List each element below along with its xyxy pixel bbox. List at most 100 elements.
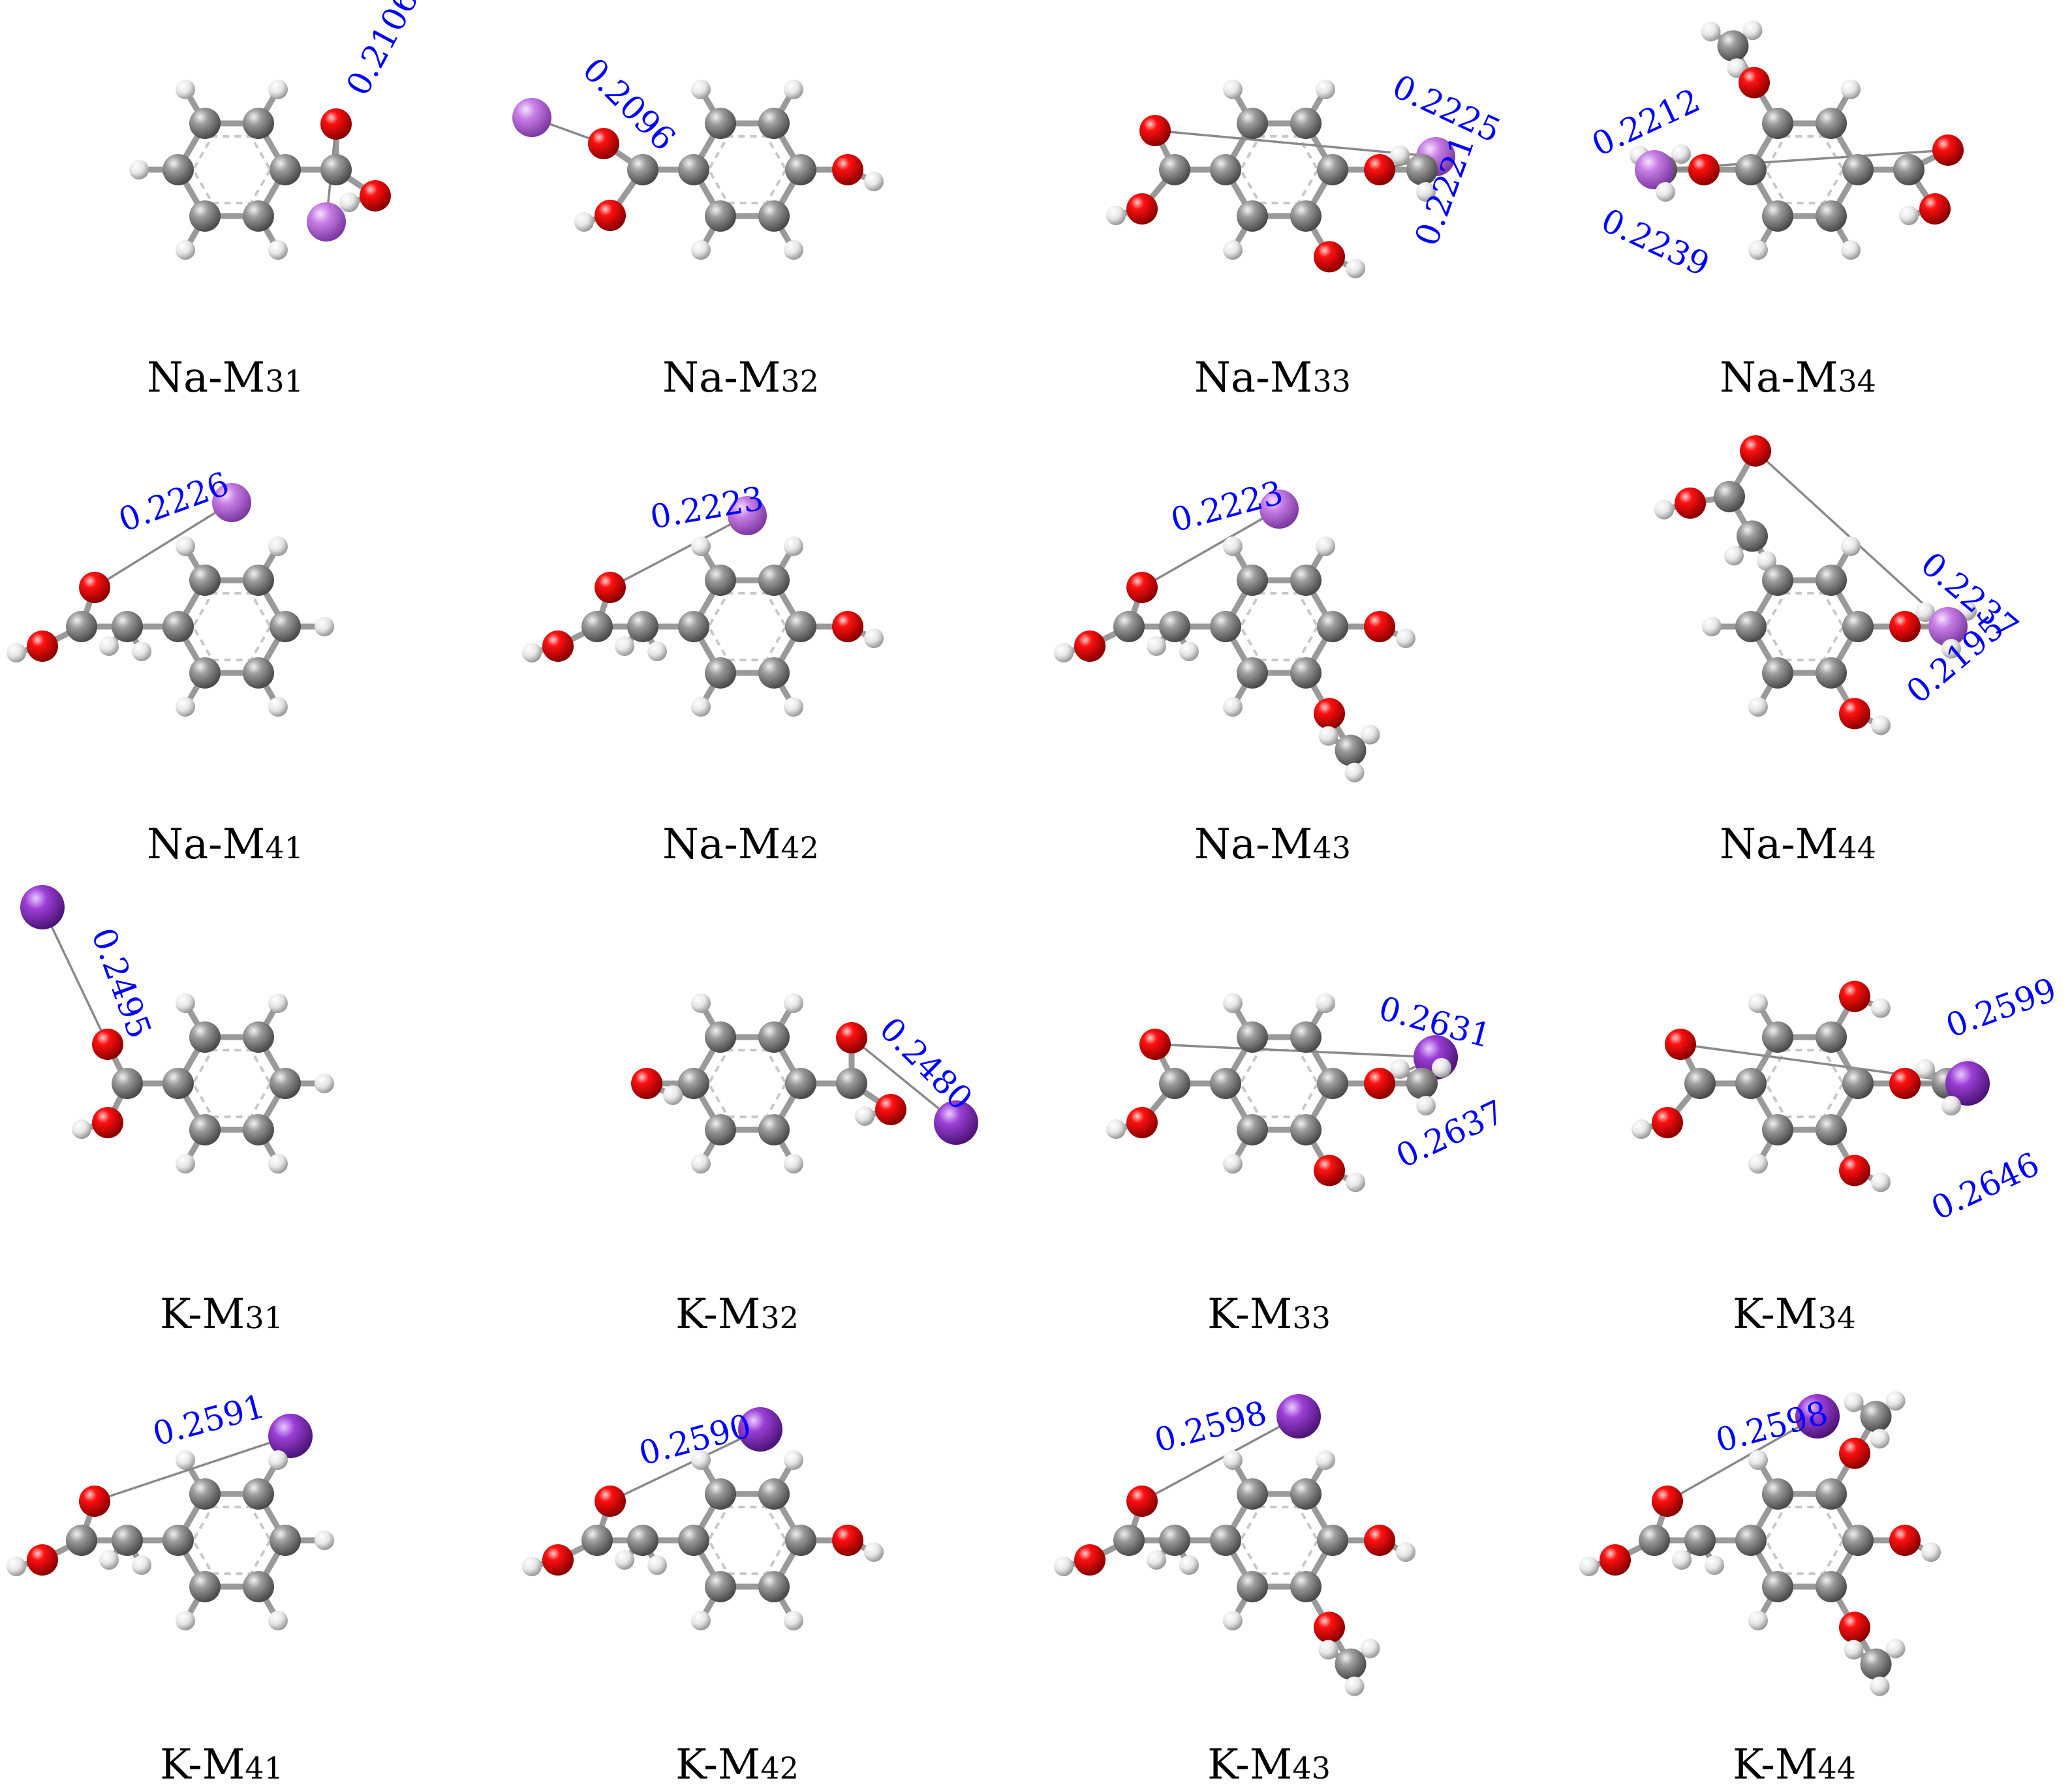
oxygen-atom	[832, 1525, 863, 1556]
oxygen-atom	[595, 1486, 626, 1517]
hydrogen-atom	[1390, 1059, 1410, 1079]
caption-subscript: 41	[265, 830, 303, 865]
hydrogen-atom	[268, 80, 288, 100]
caption-subscript: 33	[1312, 364, 1351, 399]
aromatic-ring	[191, 591, 272, 662]
oxygen-atom	[1314, 241, 1345, 273]
oxygen-atom	[832, 154, 863, 185]
coordination-bond	[1141, 508, 1280, 589]
oxygen-atom	[542, 630, 574, 662]
carbon-atom	[1762, 564, 1793, 596]
oxygen-atom	[1839, 980, 1870, 1012]
oxygen-atom	[832, 611, 863, 642]
coordination-bond	[94, 501, 232, 589]
hydrogen-atom	[1915, 1059, 1935, 1079]
carbon-atom	[66, 611, 97, 642]
carbon-atom	[705, 1114, 736, 1146]
caption-prefix: K-M	[1733, 1741, 1817, 1789]
hydrogen-atom	[129, 160, 149, 179]
hydrogen-atom	[864, 629, 884, 648]
hydrogen-atom	[1871, 715, 1891, 736]
coordination-bond	[41, 907, 109, 1045]
hydrogen-atom	[615, 636, 634, 656]
oxygen-atom	[92, 1107, 123, 1138]
hydrogen-atom	[268, 1450, 288, 1470]
carbon-atom	[112, 1068, 143, 1099]
potassium-ion	[20, 885, 65, 929]
hydrogen-atom	[1654, 499, 1674, 520]
carbon-atom	[320, 154, 352, 185]
hydrogen-atom	[1870, 1429, 1890, 1449]
oxygen-atom	[1314, 698, 1345, 730]
hydrogen-atom	[1179, 1555, 1199, 1575]
carbon-atom	[243, 1021, 274, 1053]
carbon-atom	[705, 1571, 736, 1603]
hydrogen-atom	[176, 80, 195, 100]
carbon-atom	[1317, 1068, 1348, 1099]
hydrogen-atom	[1106, 206, 1126, 225]
oxygen-atom	[1074, 630, 1106, 662]
caption-subscript: 42	[760, 1750, 799, 1786]
oxygen-atom	[1364, 1525, 1395, 1556]
carbon-atom	[1735, 611, 1767, 642]
hydrogen-atom	[1223, 537, 1243, 557]
carbon-atom	[581, 611, 613, 642]
oxygen-atom	[1739, 67, 1770, 99]
carbon-atom	[758, 1478, 790, 1510]
bond-distance-label: 0.2599	[1941, 971, 2061, 1045]
hydrogen-atom	[1223, 1450, 1243, 1470]
hydrogen-atom	[1844, 1640, 1864, 1660]
carbon-atom	[627, 611, 658, 642]
coordination-bond	[94, 1435, 291, 1502]
carbon-atom	[1237, 657, 1268, 689]
carbon-atom	[785, 154, 816, 185]
hydrogen-atom	[1416, 1096, 1436, 1115]
oxygen-atom	[1740, 435, 1771, 467]
bond-distance-label: 0.2591	[149, 1387, 269, 1453]
sodium-ion	[728, 496, 767, 535]
hydrogen-atom	[1318, 726, 1338, 746]
carbon-atom	[1816, 1478, 1847, 1510]
hydrogen-atom	[1631, 1119, 1651, 1139]
carbon-atom	[581, 1525, 613, 1556]
panel-caption: Na-M31	[147, 354, 303, 402]
hydrogen-atom	[1579, 1557, 1599, 1576]
caption-prefix: Na-M	[662, 820, 781, 869]
carbon-atom	[1317, 154, 1348, 185]
hydrogen-atom	[855, 1106, 874, 1126]
hydrogen-atom	[1748, 696, 1768, 717]
oxygen-atom	[1126, 193, 1158, 225]
hydrogen-atom	[522, 1557, 542, 1576]
hydrogen-atom	[1416, 182, 1436, 202]
oxygen-atom	[1314, 1611, 1345, 1643]
carbon-atom	[705, 564, 736, 596]
caption-subscript: 32	[760, 1300, 799, 1335]
carbon-atom	[189, 1571, 221, 1603]
oxygen-atom	[1839, 1155, 1870, 1187]
carbon-atom	[1762, 107, 1793, 139]
hydrogen-atom	[1701, 22, 1721, 42]
carbon-atom	[1290, 1478, 1322, 1510]
carbon-atom	[1113, 611, 1145, 642]
hydrogen-atom	[784, 1610, 803, 1630]
hydrogen-atom	[1672, 1550, 1692, 1570]
carbon-atom	[627, 154, 658, 185]
aromatic-ring	[1239, 1048, 1320, 1119]
panel-caption: Na-M41	[147, 820, 303, 869]
hydrogen-atom	[1318, 1640, 1338, 1660]
carbon-atom	[627, 1525, 658, 1556]
panel-caption: K-M43	[1207, 1741, 1331, 1789]
bond-distance-label: 0.2239	[1596, 201, 1715, 284]
hydrogen-atom	[176, 1153, 195, 1174]
hydrogen-atom	[132, 1555, 151, 1575]
hydrogen-atom	[1742, 20, 1763, 40]
carbon-atom	[1842, 154, 1874, 185]
sodium-ion	[1635, 150, 1674, 189]
hydrogen-atom	[1841, 240, 1861, 260]
carbon-atom	[1406, 154, 1438, 185]
sodium-ion	[512, 98, 551, 137]
hydrogen-atom	[784, 696, 803, 717]
